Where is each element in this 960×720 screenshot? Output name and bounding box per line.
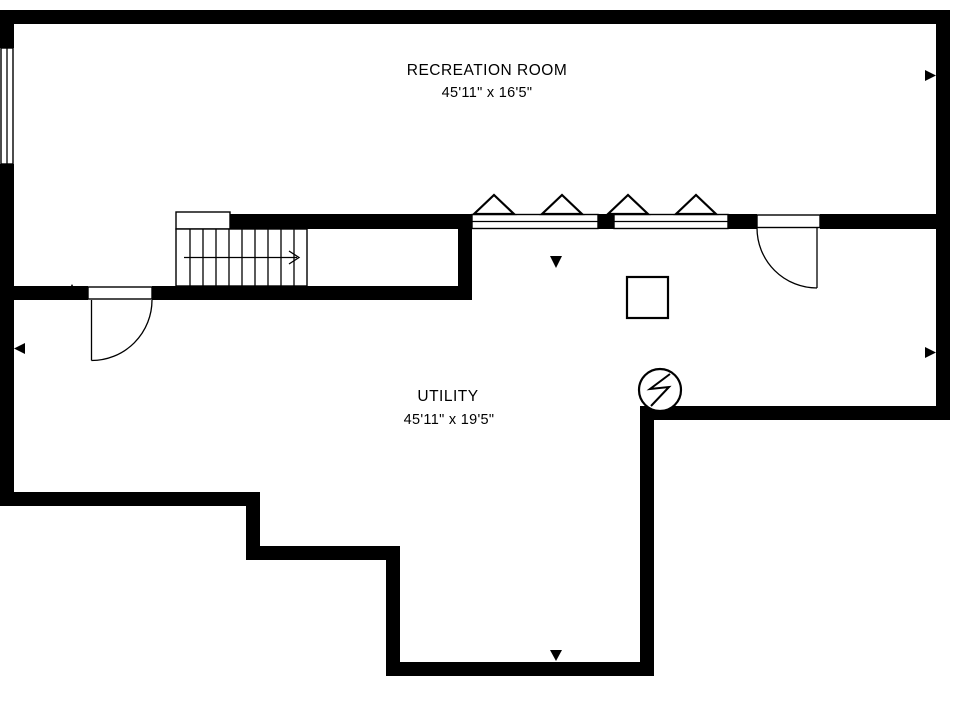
- fixtures: [625, 275, 683, 413]
- door-swing-arc: [756, 227, 818, 289]
- room-dimensions-utility: 45'11" x 19'5": [404, 412, 495, 428]
- wall-window-pier-1: [598, 214, 614, 229]
- wall-mid-upper: [230, 214, 472, 229]
- electrical-meter-icon: [637, 367, 683, 413]
- dimension-arrow-left: [14, 343, 25, 354]
- wall-door-jamb: [744, 214, 757, 229]
- support-post-icon: [625, 275, 670, 320]
- windows: [0, 47, 729, 230]
- awning-window-triangle-icon: [673, 193, 719, 216]
- wall-utility-right-horizontal: [640, 406, 950, 420]
- awning-window-symbols: [471, 193, 719, 216]
- wall-bottom: [386, 662, 654, 676]
- staircase: [175, 211, 308, 287]
- window-mid-2: [613, 213, 729, 230]
- wall-top: [0, 10, 950, 24]
- wall-step-horizontal: [246, 546, 400, 560]
- room-dimensions-recreation: 45'11" x 16'5": [442, 85, 533, 101]
- wall-step-vertical-right: [386, 546, 400, 676]
- wall-step-vertical-left: [246, 492, 260, 560]
- stair-landing: [175, 211, 231, 230]
- room-labels: RECREATION ROOM 45'11" x 16'5" UTILITY 4…: [404, 62, 568, 428]
- wall-window-pier-2: [728, 214, 744, 229]
- dimension-arrow-right-top: [925, 70, 936, 81]
- room-name-recreation: RECREATION ROOM: [407, 62, 568, 79]
- wall-left-lower: [0, 164, 14, 506]
- door-swing-arc: [91, 299, 153, 362]
- wall-utility-right-vertical: [640, 406, 654, 676]
- wall-hall-connector: [458, 214, 472, 300]
- walls: [0, 10, 950, 676]
- dimension-arrow-down-window: [550, 256, 562, 268]
- awning-window-triangle-icon: [539, 193, 585, 216]
- window-mid-1: [471, 213, 599, 230]
- room-name-utility: UTILITY: [417, 388, 478, 405]
- dimension-arrow-down-bottom: [550, 650, 562, 661]
- wall-left-upper: [0, 10, 14, 48]
- window-left-wall: [0, 47, 14, 165]
- awning-window-triangle-icon: [605, 193, 651, 216]
- wall-mid-lower-left: [0, 286, 88, 300]
- stair-arrowhead-icon: [288, 250, 301, 265]
- wall-mid-lower-right: [152, 286, 472, 300]
- door-header: [756, 214, 821, 229]
- wall-bottom-left: [0, 492, 260, 506]
- meter-circle: [637, 367, 683, 413]
- door-recreation-right: [756, 214, 821, 289]
- wall-mid-right: [820, 214, 950, 229]
- door-utility-left: [87, 286, 153, 362]
- dimension-markers: [14, 70, 936, 661]
- awning-window-triangle-icon: [471, 193, 517, 216]
- dimension-arrow-right: [925, 347, 936, 358]
- door-header: [87, 286, 153, 300]
- dimension-arrow-up-door: [66, 284, 78, 295]
- lightning-bolt-icon: [646, 373, 672, 407]
